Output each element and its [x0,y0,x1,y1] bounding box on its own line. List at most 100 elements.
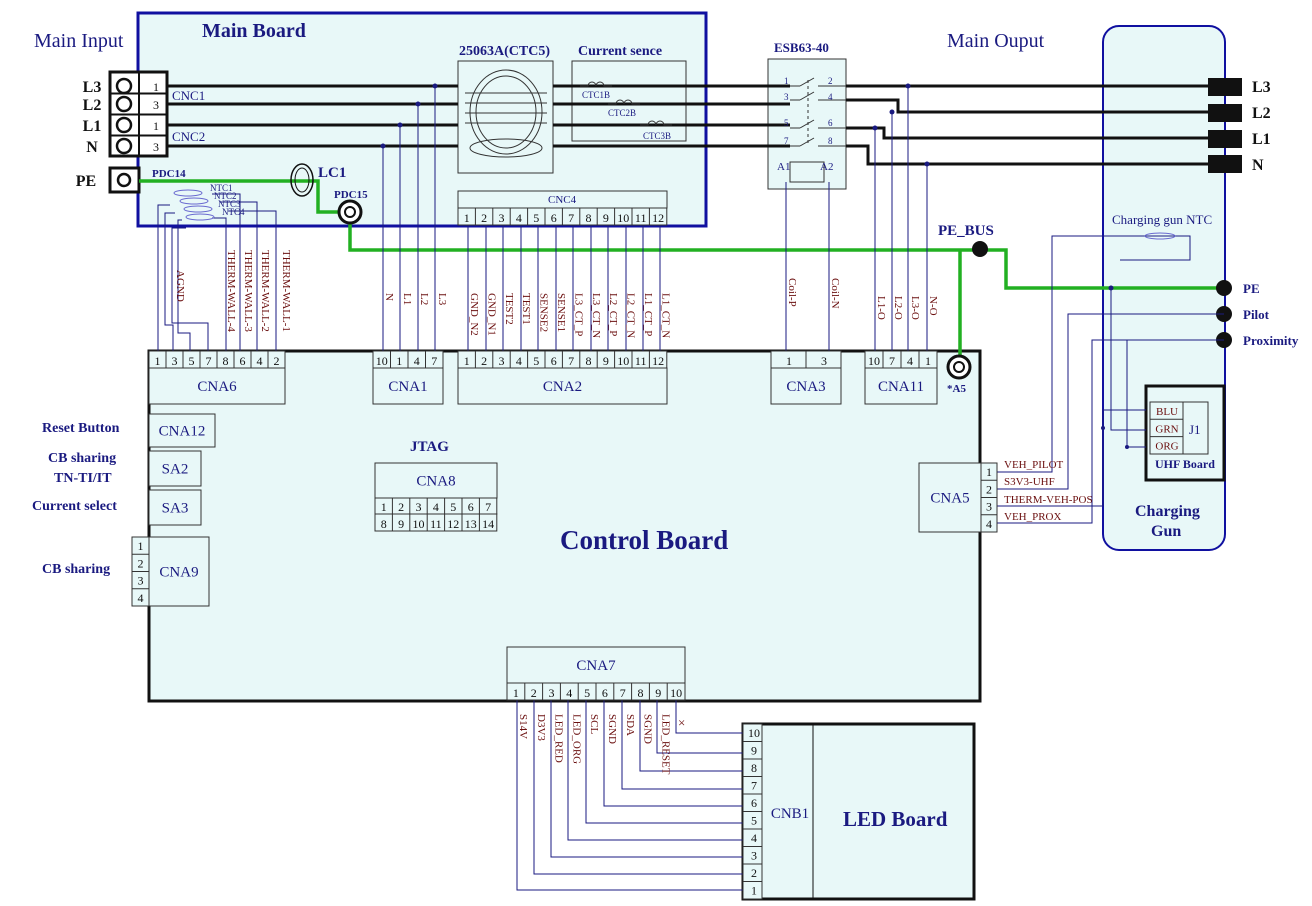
jtag-label: JTAG [410,439,449,455]
ntc-label-2: NTC3 [218,199,241,209]
cna7-pin-3: 3 [549,686,555,700]
cnc2-label: CNC2 [172,129,205,144]
cnc4-pin-11: 11 [635,211,647,225]
cna9-label: CNA9 [159,565,198,581]
cna6-pin-2: 2 [274,354,280,368]
cnc4-pin-5: 5 [533,211,539,225]
cna8-top-pin-7: 7 [485,500,491,514]
cna2-pin-12: 12 [652,354,664,368]
x-mark: × [678,715,685,730]
j1-label: J1 [1189,422,1201,437]
cna7-pin-2: 2 [531,686,537,700]
wire-cna3-1: Coil-N [829,278,841,309]
input-pin-0: 1 [153,80,159,94]
cna12-label: CNA12 [159,424,206,440]
main-output-label: Main Ouput [947,30,1045,52]
cnb1-pin-5: 5 [751,814,757,828]
cna2-pin-4: 4 [516,354,522,368]
cna1-pin-10: 10 [376,354,388,368]
cnc4-pin-1: 1 [464,211,470,225]
cna2-pin-3: 3 [499,354,505,368]
esb-pin-6: 6 [828,118,833,128]
wire-cna2-2: TEST2 [503,293,515,325]
cna6-pin-4: 4 [257,354,263,368]
cna7-pin-1: 1 [513,686,519,700]
cna5-label: CNA5 [930,491,969,507]
uhf-pin-org: ORG [1155,441,1178,453]
cna7-label: CNA7 [576,658,616,674]
cnc4-pin-6: 6 [551,211,557,225]
wire-cna2-4: SENSE2 [538,293,550,332]
cna8-top-pin-1: 1 [381,500,387,514]
wire-cna7-0: S14V [517,714,529,739]
sa2-label: SA2 [162,462,189,478]
cna2-label: CNA2 [543,379,582,395]
cna9-pin-3: 3 [138,574,144,588]
wire-cna3-0: Coil-P [786,278,798,307]
cna8-bottom-pin-13: 13 [465,517,477,531]
ctc5-label: 25063A(CTC5) [459,44,550,59]
wire-cna2-1: GND_N1 [485,293,497,336]
control-board-label: Control Board [560,525,728,555]
cnc4-pin-8: 8 [586,211,592,225]
current-select-label: Current select [32,499,117,514]
wire-cna2-9: L2_CT_N [625,293,637,338]
cna7-pin-6: 6 [602,686,608,700]
current-sense-box [571,60,687,142]
pe-input-label: PE [76,173,96,190]
ntc-label-0: NTC1 [210,183,233,193]
pe-bus-label: PE_BUS [938,223,994,239]
cna11-pin-10: 10 [868,354,880,368]
wire-cna1-1: L1 [401,293,413,305]
cnb1-pin-8: 8 [751,761,757,775]
wire-cna2-10: L1_CT_P [642,293,654,336]
cnc4-pin-7: 7 [568,211,574,225]
cnb1-pin-2: 2 [751,866,757,880]
cnb1-pin-1: 1 [751,884,757,898]
a1-label: A1 [777,161,790,173]
gun-terminal-pilot: Pilot [1243,307,1270,322]
cna2-pin-9: 9 [603,354,609,368]
wire-cna11-1: L2-O [892,296,904,320]
cna2-pin-5: 5 [533,354,539,368]
wire-cna2-5: SENSE1 [555,293,567,332]
wire-cna2-3: TEST1 [520,293,532,325]
cna3-label: CNA3 [786,379,825,395]
wire-cna7-7: SGND [642,714,654,744]
cna11-label: CNA11 [878,379,924,395]
wire-cna1-2: L2 [418,293,430,305]
cna7-pin-5: 5 [584,686,590,700]
cna2-pin-1: 1 [464,354,470,368]
cna6-pin-3: 3 [172,354,178,368]
cnc4-pin-9: 9 [603,211,609,225]
cna8-bottom-pin-12: 12 [447,517,459,531]
cna2-pin-7: 7 [568,354,574,368]
cna8-bottom-pin-10: 10 [413,517,425,531]
cna8-label: CNA8 [416,474,455,490]
cna3-pin-1: 1 [786,354,792,368]
cna2-pin-2: 2 [481,354,487,368]
cnb1-pin-4: 4 [751,831,757,845]
cna7-pin-10: 10 [670,686,682,700]
input-line-L2: L2 [83,97,102,114]
wire-cna7-4: SCL [588,714,600,734]
uhf-board-label: UHF Board [1155,457,1215,471]
cnc4-pin-3: 3 [499,211,505,225]
control-board [147,349,982,703]
cna1-pin-7: 7 [431,354,437,368]
ctc5-coil [465,69,547,158]
wire-cna7-8: LED_RESET [659,714,671,775]
wire-cna2-11: L1_CT_N [659,293,671,338]
cna6-pin-6: 6 [240,354,246,368]
ntc-label-3: NTC4 [222,207,245,217]
reset-button-label: Reset Button [42,421,120,436]
cb-sharing-label: CB sharing [42,562,110,577]
cna7-pin-9: 9 [655,686,661,700]
cnb1-pin-9: 9 [751,744,757,758]
input-pin-2: 1 [153,119,159,133]
led-board-label: LED Board [843,807,948,831]
uhf-pin-grn: GRN [1155,423,1178,435]
cna7-pin-7: 7 [620,686,626,700]
cb-sharing-tn-label-1: CB sharing [48,451,116,466]
cna2-pin-10: 10 [617,354,629,368]
